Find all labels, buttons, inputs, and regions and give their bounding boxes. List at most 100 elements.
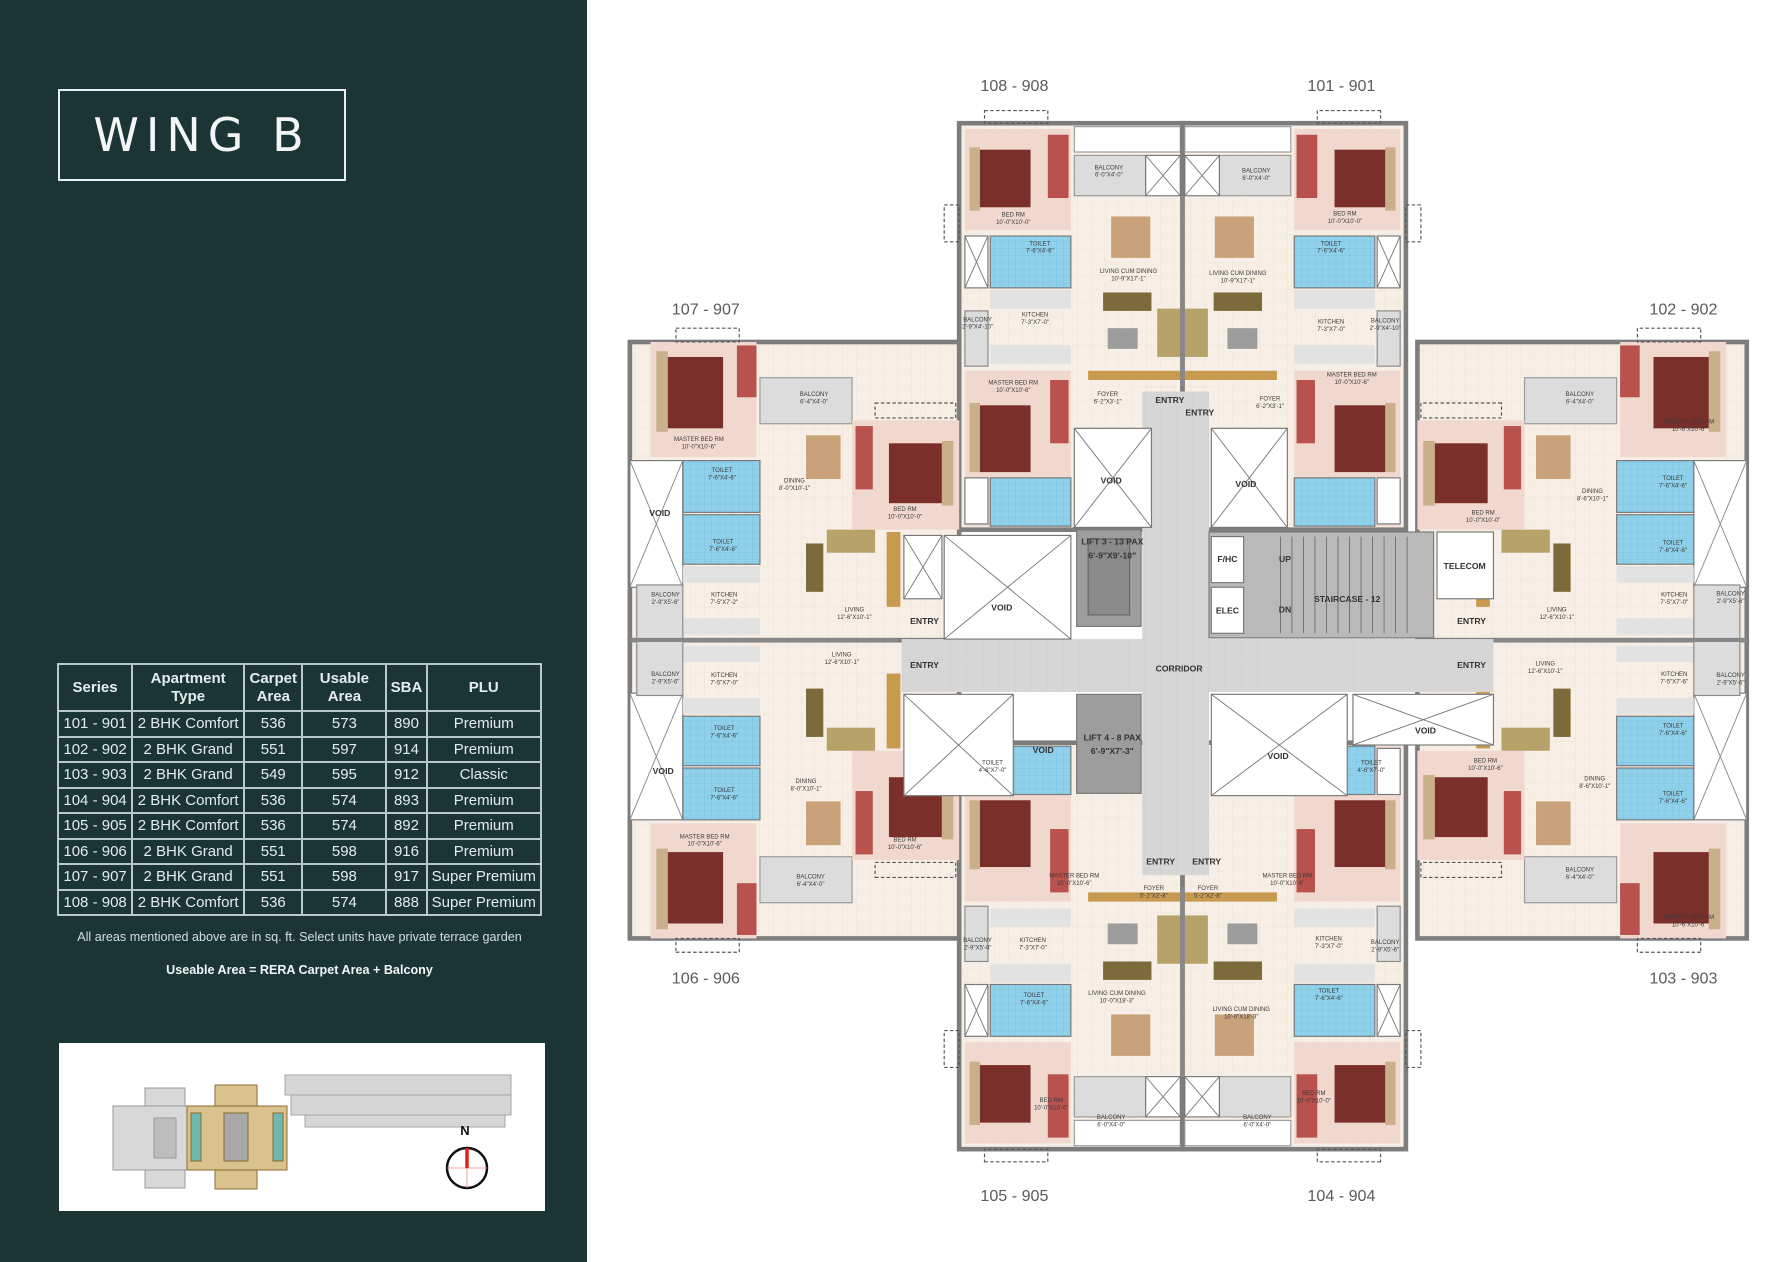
unit-number-label: 103 - 903 [1649,969,1717,987]
room-name-label: KITCHEN [711,673,737,679]
table-cell: 914 [385,735,428,763]
table-cell: 888 [385,888,428,916]
table-cell: 912 [385,761,428,789]
room-dimension-label: 4'-6"X7'-0" [1358,768,1386,774]
room-dimension-label: 7'-3"X7'-0" [1021,320,1049,326]
core-label: TELECOM [1444,561,1486,571]
room-dimension-label: 7'-3"X7'-0" [1317,327,1345,333]
area-note: All areas mentioned above are in sq. ft.… [77,930,522,944]
room-name-label: DINING [796,779,817,785]
table-cell: 598 [301,863,388,891]
room-dimension-label: 7'-3"X7'-0" [1315,944,1343,950]
table-cell: 2 BHK Comfort [131,710,246,738]
room-name-label: TOILET [1029,241,1050,247]
room-dimension-label: 10'-0"X10'-0" [1466,518,1500,524]
core-label: LIFT 3 - 13 PAX [1081,537,1143,547]
table-cell: 2 BHK Comfort [131,786,246,814]
core-label: ENTRY [910,616,939,626]
room-name-label: TOILET [982,761,1003,767]
core-label: VOID [1268,751,1289,761]
room-dimension-label: 8'-6"X10'-1" [1577,496,1608,502]
table-cell: 916 [385,837,428,865]
room-name-label: TOILET [1663,792,1684,798]
room-dimension-label: 10'-0"X10'-6" [1057,881,1091,887]
room-dimension-label: 7'-6"X4'-6" [710,796,738,802]
table-cell: 536 [243,710,304,738]
room-dimension-label: 12'-6"X10'-1" [837,615,871,621]
unit-number-label: 104 - 904 [1307,1187,1375,1205]
room-name-label: TOILET [714,788,735,794]
room-dimension-label: 2'-9"X5'-6" [1371,948,1399,954]
room-name-label: LIVING [832,652,852,658]
room-name-label: TOILET [712,468,733,474]
table-cell: Super Premium [425,863,543,891]
core-label: ELEC [1216,606,1239,616]
core-label: LIFT 4 - 8 PAX [1084,732,1142,742]
table-cell: Premium [425,735,543,763]
table-cell: 102 - 902 [56,735,134,763]
room-name-label: KITCHEN [1020,938,1046,944]
table-cell: Premium [425,786,543,814]
room-name-label: BALCONY [1242,169,1271,175]
room-name-label: LIVING [1535,662,1555,668]
room-name-label: BED RM [893,507,916,513]
table-cell: 574 [301,888,388,916]
table-cell: 892 [385,812,428,840]
core-label: VOID [1235,479,1256,489]
telecom-room [1436,531,1495,600]
room-dimension-label: 2'-9"X5'-0" [964,945,992,951]
column-header: Apartment Type [131,663,246,712]
table-cell: 890 [385,710,428,738]
room-name-label: DINING [784,478,805,484]
room-dimension-label: 6'-0"X4'-0" [1097,1123,1125,1129]
unit-number-label: 105 - 905 [980,1187,1048,1205]
room-name-label: BED RM [893,838,916,844]
room-dimension-label: 6'-0"X4'-0" [1244,1123,1272,1129]
room-name-label: FOYER [1097,392,1118,398]
wing-title-box: WING B [58,89,346,181]
room-dimension-label: 8'-6"X10'-1" [1579,784,1610,790]
room-dimension-label: 7'-6"X4'-6" [1659,731,1687,737]
room-dimension-label: 10'-0"X10'-6" [1335,380,1369,386]
room-name-label: KITCHEN [1661,592,1687,598]
room-dimension-label: 7'-6"X4'-6" [709,547,737,553]
table-cell: 2 BHK Grand [131,837,246,865]
room-name-label: TOILET [1318,989,1339,995]
room-name-label: TOILET [1663,541,1684,547]
room-name-label: MASTER BED RM [1327,373,1377,379]
room-dimension-label: 7'-5"X7'-2" [710,600,738,606]
room-name-label: BALCONY [1097,1115,1126,1121]
room-dimension-label: 10'-6"X10'-6" [1672,922,1706,928]
room-dimension-label: 7'-5"X7'-0" [1660,600,1688,606]
room-dimension-label: 7'-6"X4'-6" [1315,996,1343,1002]
core-label: DN [1279,605,1291,615]
column-header: PLU [425,663,543,712]
wing-title: WING B [93,108,311,162]
room-dimension-label: 6'-4"X4'-0" [797,882,825,888]
room-dimension-label: 10'-0"X10'-0" [1034,1105,1068,1111]
room-name-label: FOYER [1260,397,1281,403]
room-dimension-label: 7'-6"X4'-6" [708,476,736,482]
room-name-label: LIVING [845,607,865,613]
room-name-label: BALCONY [800,392,829,398]
core-label: 6'-9"X7'-3" [1091,746,1134,756]
column-header: Usable Area [301,663,388,712]
table-cell: Classic [425,761,543,789]
table-cell: 2 BHK Comfort [131,888,246,916]
column-header: Series [56,663,134,712]
room-dimension-label: 10'-0"X18'-3" [1100,998,1134,1004]
room-dimension-label: 10'-0"X10'-6" [682,444,716,450]
room-name-label: BALCONY [1371,318,1400,324]
room-dimension-label: 7'-5"X7'-6" [1660,679,1688,685]
table-cell: 551 [243,837,304,865]
table-cell: Super Premium [425,888,543,916]
room-dimension-label: 10'-9"X17'-1" [1221,279,1255,285]
room-dimension-label: 10'-0"X10'-0" [1297,1099,1331,1105]
core-label: VOID [991,602,1012,612]
